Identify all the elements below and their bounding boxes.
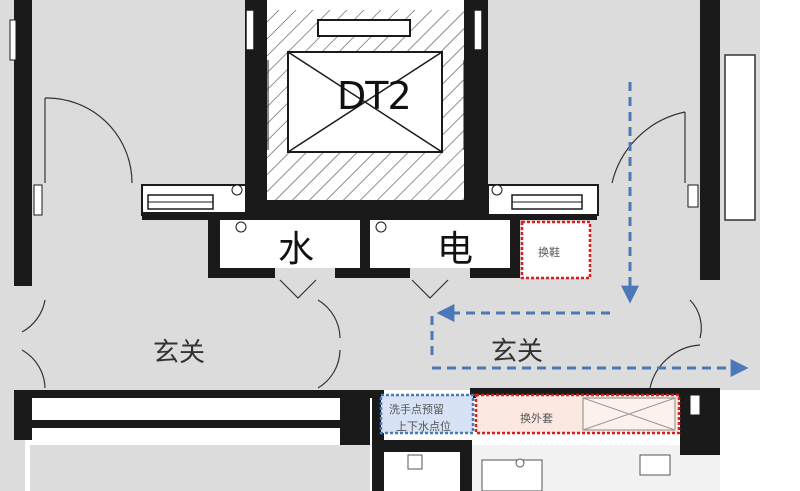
bottom-fixtures — [407, 454, 671, 491]
walls — [9, 0, 756, 491]
elevator-label: DT2 — [337, 74, 412, 118]
shoe-change-label: 换鞋 — [538, 246, 560, 259]
wash-point-label-line1: 洗手点预留 — [389, 403, 444, 416]
elevator-shaft — [245, 0, 488, 214]
foyer-left-label: 玄关 — [153, 338, 206, 368]
flow-arrows — [430, 82, 749, 377]
foyer-right-label: 玄关 — [491, 337, 544, 367]
door-swings — [21, 97, 702, 389]
coat-change-label: 换外套 — [520, 412, 553, 425]
shoe-change-zone — [520, 220, 592, 280]
wash-point-zone — [379, 393, 475, 435]
water-room-label: 水 — [278, 229, 315, 270]
electric-room-label: 电 — [437, 229, 474, 270]
wash-point-label-line2: 上下水点位 — [396, 420, 451, 433]
